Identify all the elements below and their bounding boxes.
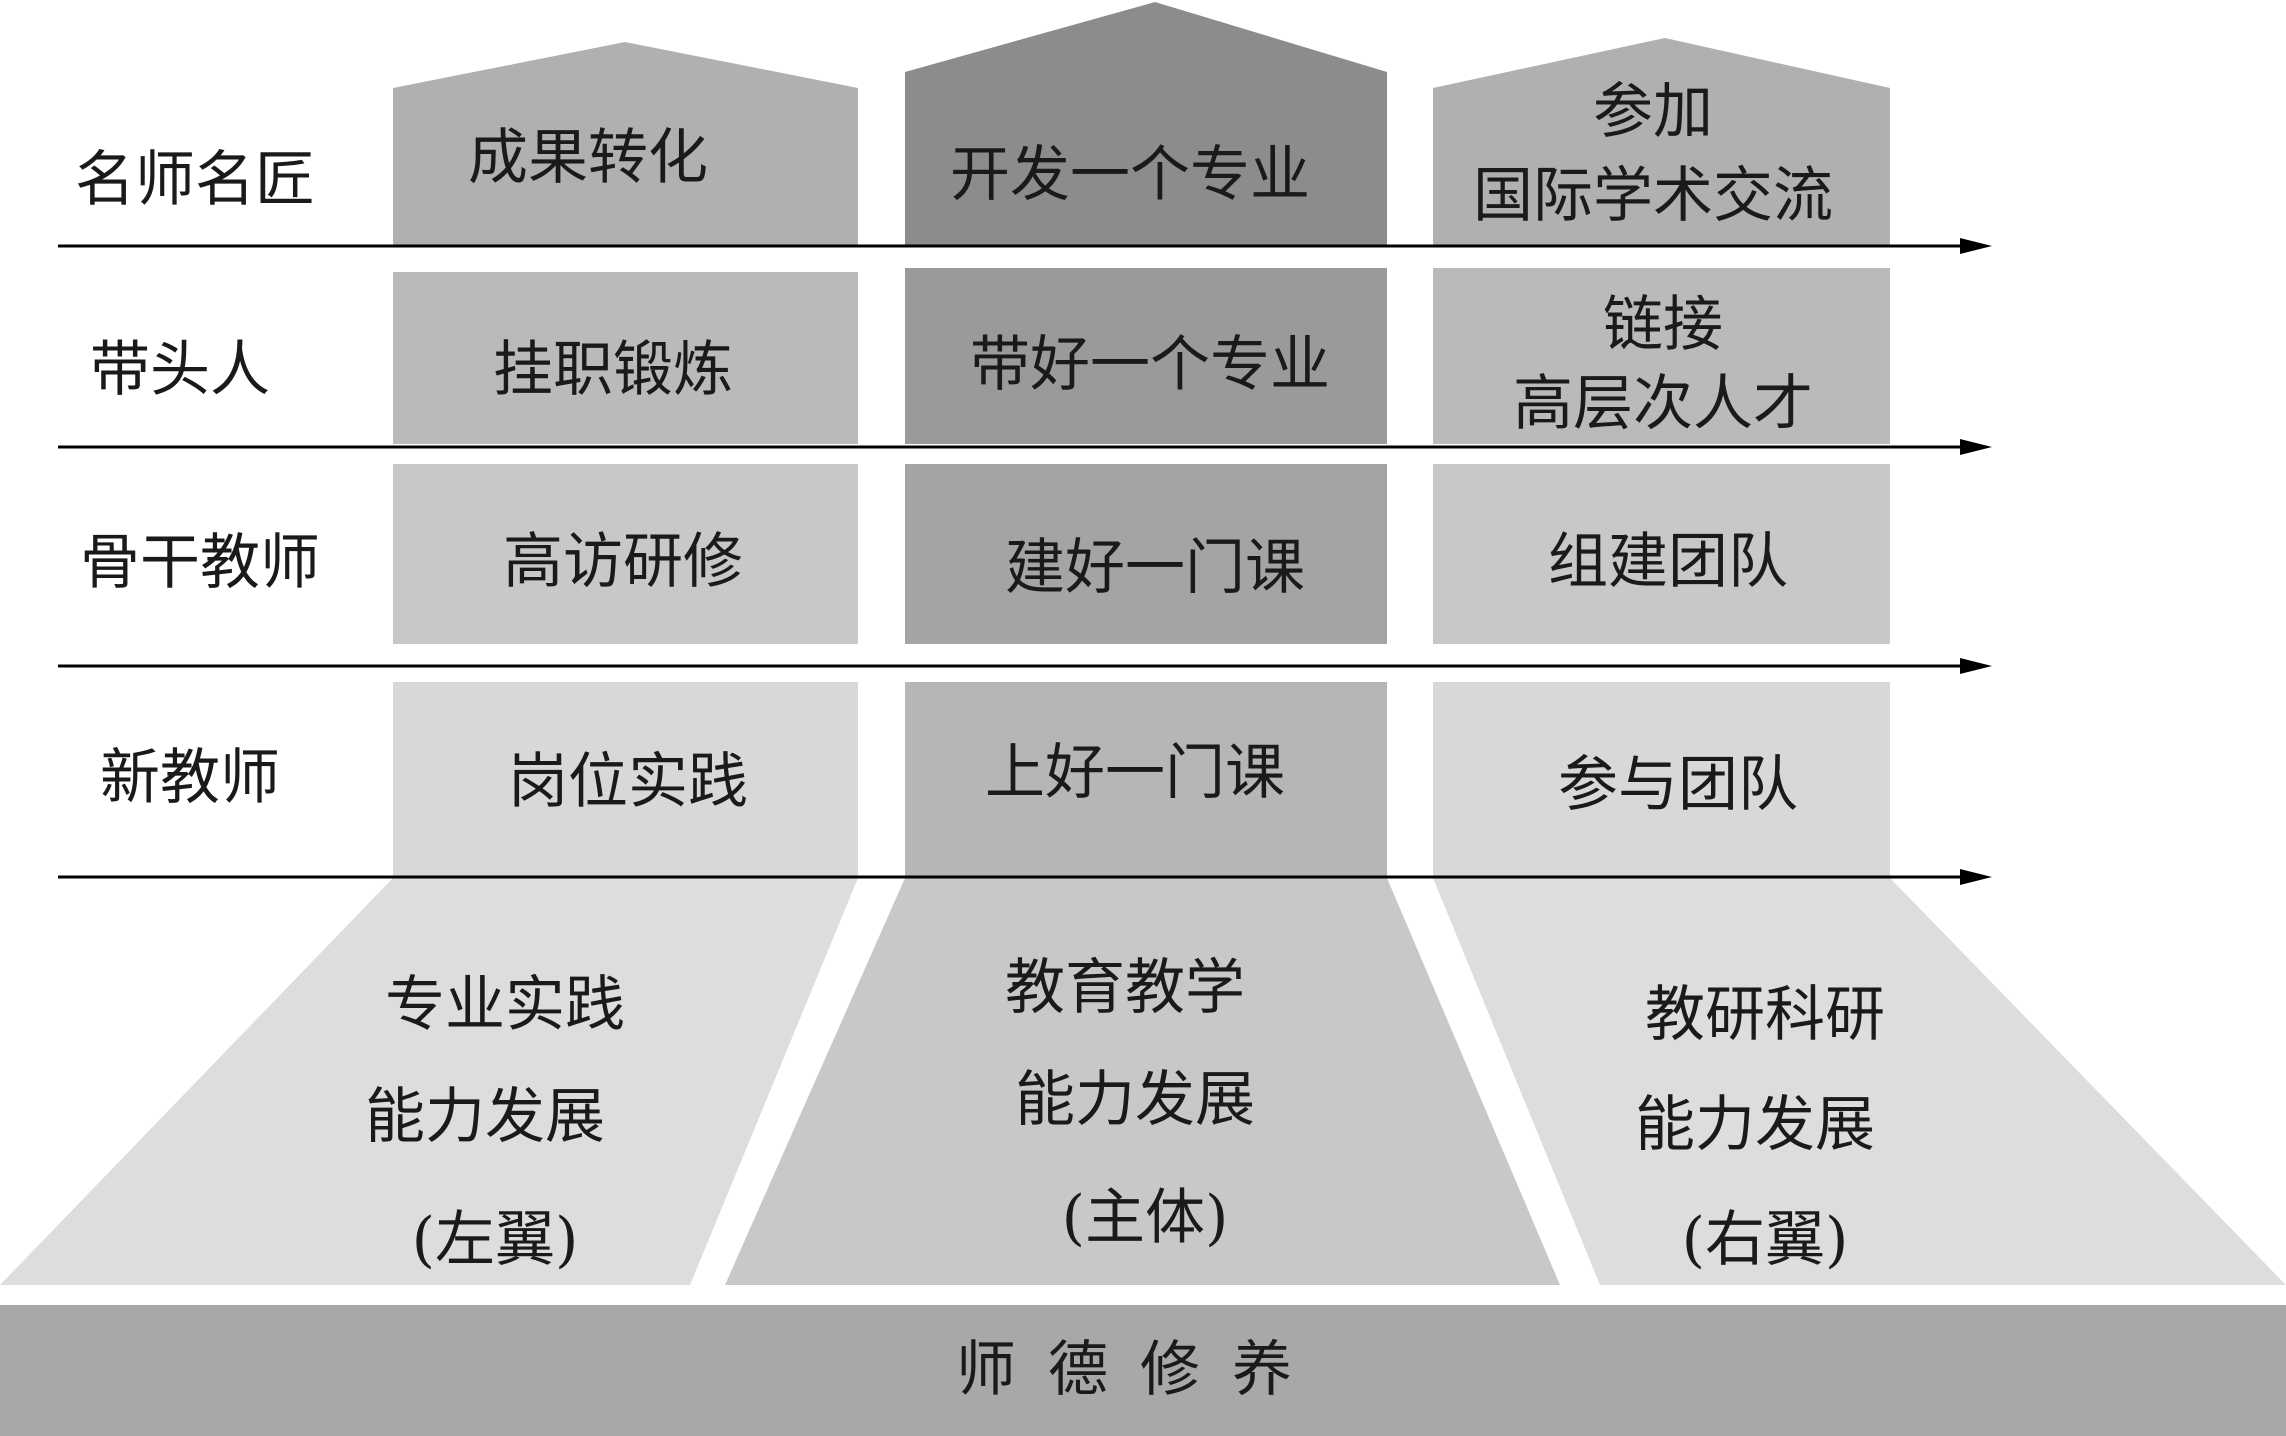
- pillar-center: [725, 878, 1560, 1285]
- level-label-master: 名师名匠: [75, 145, 315, 215]
- cell-l3-center: [905, 464, 1387, 644]
- cell-text-l2-right-line1: 链接: [1603, 290, 1723, 360]
- cell-text-l1-center: 开发一个专业: [950, 140, 1310, 210]
- cell-text-l1-left: 成果转化: [468, 123, 708, 193]
- level-arrow-4: [58, 869, 1992, 885]
- cell-l3-left: [393, 464, 858, 644]
- cell-top-right: [1433, 38, 1890, 245]
- cell-l2-left: [393, 272, 858, 444]
- cell-text-l3-left: 高访研修: [503, 527, 743, 597]
- cell-top-center: [905, 2, 1387, 245]
- cell-top-left: [393, 42, 858, 245]
- level-arrow-1: [58, 238, 1992, 254]
- cell-text-l2-center: 带好一个专业: [970, 330, 1330, 400]
- level-label-backbone: 骨干教师: [80, 528, 320, 598]
- pillar-right-line2: 能力发展: [1635, 1090, 1875, 1160]
- pillar-right-line3: (右翼): [1681, 1205, 1849, 1275]
- level-label-new: 新教师: [100, 743, 280, 813]
- level-label-leader: 带头人: [90, 335, 270, 405]
- pillar-right: [1433, 878, 2286, 1285]
- pillar-left-line3: (左翼): [411, 1205, 579, 1275]
- cell-text-l2-right-line2: 高层次人才: [1513, 369, 1813, 439]
- base-bar: [0, 1305, 2286, 1436]
- cell-text-l1-right-line2: 国际学术交流: [1473, 161, 1833, 231]
- cell-text-l4-right: 参与团队: [1558, 750, 1798, 820]
- cell-text-l2-left: 挂职锻炼: [493, 335, 733, 405]
- cell-l4-left: [393, 682, 858, 878]
- pillar-left: [0, 878, 858, 1285]
- pillar-center-line2: 能力发展: [1015, 1065, 1255, 1135]
- level-arrow-3: [58, 658, 1992, 674]
- cell-l2-right: [1433, 268, 1890, 444]
- pillar-center-line1: 教育教学: [1005, 953, 1245, 1023]
- cell-l2-center: [905, 268, 1387, 444]
- cell-text-l3-right: 组建团队: [1548, 527, 1788, 597]
- cell-text-l3-center: 建好一门课: [1005, 533, 1305, 603]
- base-label: 师德修养: [956, 1335, 1324, 1405]
- pillar-right-line1: 教研科研: [1645, 980, 1885, 1050]
- cell-text-l1-right-line1: 参加: [1593, 77, 1713, 147]
- pillar-left-line1: 专业实践: [385, 970, 625, 1040]
- cell-text-l4-left: 岗位实践: [508, 747, 748, 817]
- cell-l4-center: [905, 682, 1387, 878]
- cell-text-l4-center: 上好一门课: [985, 738, 1285, 808]
- cell-l3-right: [1433, 464, 1890, 644]
- pillar-center-line3: (主体): [1061, 1183, 1229, 1253]
- pillar-left-line2: 能力发展: [365, 1082, 605, 1152]
- level-arrow-2: [58, 439, 1992, 455]
- cell-l4-right: [1433, 682, 1890, 878]
